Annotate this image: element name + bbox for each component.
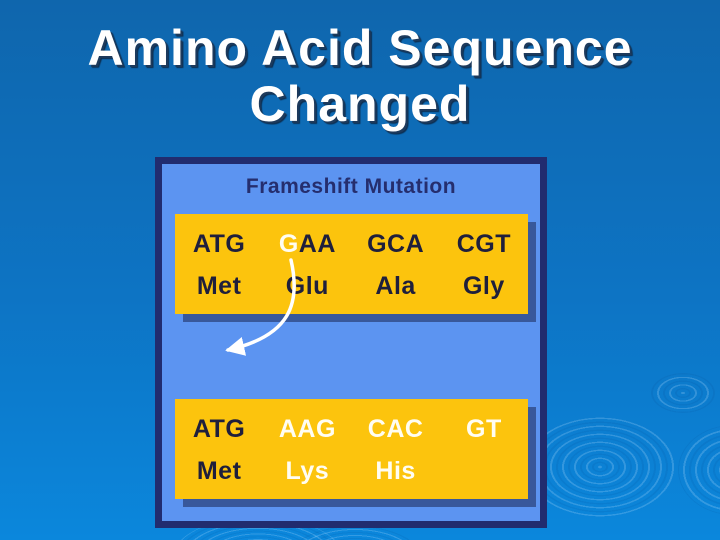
- codon-cell: ATG: [192, 229, 246, 258]
- inserted-base-highlight: G: [278, 229, 299, 258]
- amino-cell: Met: [196, 456, 242, 485]
- codon-cell: GT: [466, 414, 502, 443]
- amino-cell: Gly: [462, 271, 505, 300]
- shifted-codon-row: ATG AAG CAC GT: [175, 415, 528, 444]
- shifted-amino-row: Met Lys His: [175, 457, 528, 486]
- codon-cell: GAA: [263, 230, 351, 259]
- amino-cell: Glu: [285, 271, 329, 300]
- amino-cell: His: [375, 456, 416, 485]
- frameshift-mutation-panel: Frameshift Mutation ATG GAA GCA CGT Met …: [155, 157, 547, 528]
- slide-title: Amino Acid Sequence Changed: [0, 20, 720, 132]
- codon-cell: ATG: [192, 414, 246, 443]
- codon-cell: AAG: [278, 414, 336, 443]
- slide-title-line2: Changed: [249, 76, 471, 132]
- codon-cell: CAC: [367, 414, 424, 443]
- amino-cell: Met: [196, 271, 242, 300]
- amino-cell-empty: [440, 457, 528, 486]
- shifted-sequence-box: ATG AAG CAC GT Met Lys His: [175, 399, 528, 499]
- amino-cell: Lys: [285, 456, 330, 485]
- water-ripple-decoration: [651, 373, 715, 413]
- codon-cell: GCA: [367, 229, 425, 258]
- codon-cell: CGT: [456, 229, 512, 258]
- codon-rest: AA: [298, 229, 336, 258]
- slide-title-line1: Amino Acid Sequence: [87, 20, 633, 76]
- water-ripple-decoration: [678, 425, 720, 515]
- original-amino-row: Met Glu Ala Gly: [175, 272, 528, 301]
- original-codon-row: ATG GAA GCA CGT: [175, 230, 528, 259]
- amino-cell: Ala: [375, 271, 416, 300]
- original-sequence-box: ATG GAA GCA CGT Met Glu Ala Gly: [175, 214, 528, 314]
- water-ripple-decoration: [525, 417, 675, 517]
- panel-heading: Frameshift Mutation: [245, 175, 457, 198]
